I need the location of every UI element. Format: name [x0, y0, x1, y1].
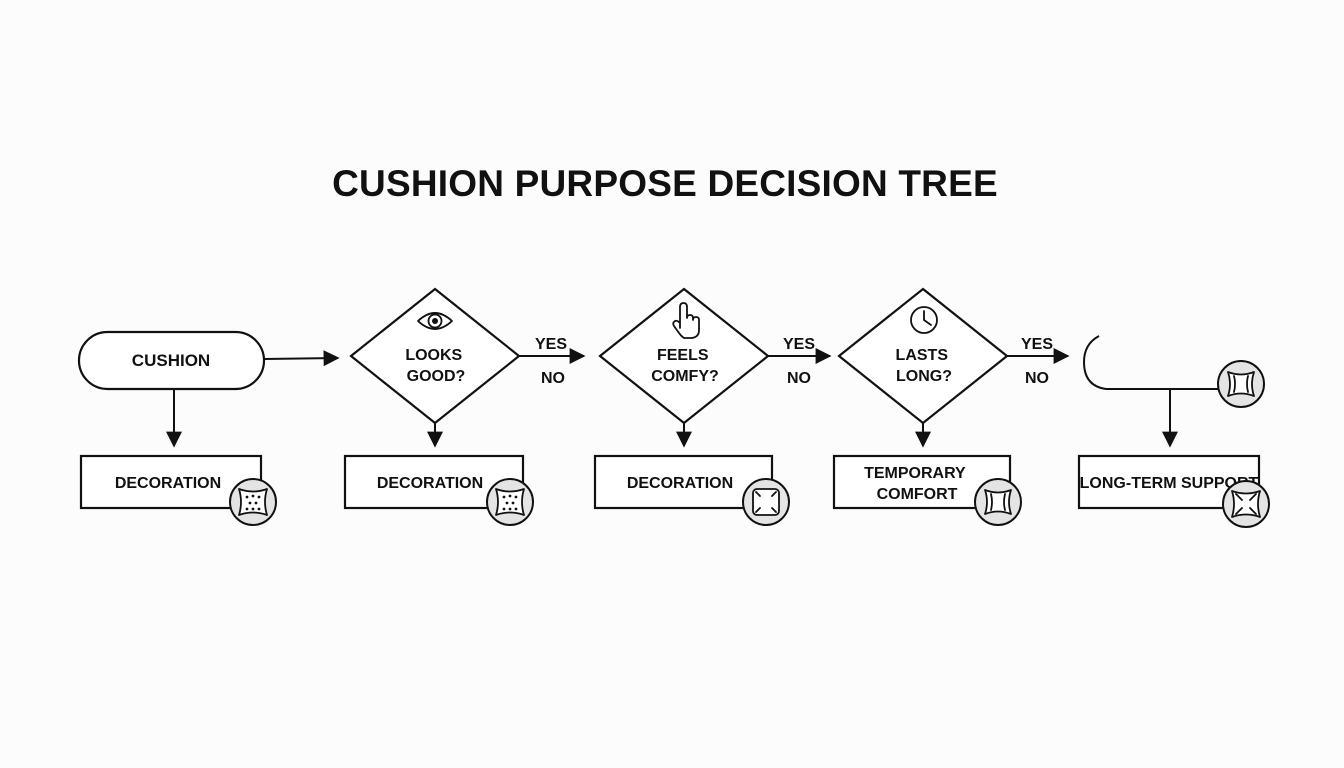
cushion-tufted-icon [1222, 480, 1270, 528]
yes-label: YES [1021, 336, 1053, 353]
outcome-label: LONG-TERM SUPPORT [1080, 475, 1259, 492]
decision-node-feels-comfy: FEELS COMFY? [598, 287, 770, 425]
decision-node-looks-good: LOOKS GOOD? [349, 287, 521, 425]
end-node [1082, 335, 1265, 448]
no-label: NO [787, 370, 811, 387]
clock-icon [910, 306, 938, 334]
outcome-label: DECORATION [627, 475, 733, 492]
no-label: NO [541, 370, 565, 387]
cushion-dotted-icon [486, 478, 534, 526]
decision-label: FEELS COMFY? [651, 347, 719, 385]
outcome-label: TEMPORARY COMFORT [864, 465, 970, 503]
connector-start-to-looks-good [263, 350, 340, 367]
decision-node-lasts-long: LASTS LONG? [837, 287, 1009, 425]
outcome-node-decoration-1: DECORATION [79, 454, 277, 526]
outcome-node-long-term-support: LONG-TERM SUPPORT [1077, 454, 1270, 528]
outcome-label: DECORATION [377, 475, 483, 492]
cushion-pinched-icon [1217, 360, 1265, 408]
cushion-dotted-icon [229, 478, 277, 526]
end-node-shape [1082, 335, 1221, 390]
outcome-node-temporary-comfort: TEMPORARY COMFORT [832, 454, 1022, 526]
eye-icon [417, 312, 453, 330]
cushion-pinched-icon [974, 478, 1022, 526]
decision-label: LOOKS GOOD? [405, 347, 466, 385]
start-node-label: CUSHION [132, 351, 210, 370]
start-node-shape [77, 330, 266, 391]
outcome-node-decoration-2: DECORATION [343, 454, 534, 526]
diagram-title: CUSHION PURPOSE DECISION TREE [332, 163, 998, 204]
yes-label: YES [535, 336, 567, 353]
hand-pointer-icon [672, 302, 700, 339]
yes-label: YES [783, 336, 815, 353]
outcome-label: DECORATION [115, 475, 221, 492]
decision-label: LASTS LONG? [896, 347, 953, 385]
outcome-node-decoration-3: DECORATION [593, 454, 790, 526]
cushion-square-icon [742, 478, 790, 526]
start-node: CUSHION [77, 330, 266, 391]
no-label: NO [1025, 370, 1049, 387]
